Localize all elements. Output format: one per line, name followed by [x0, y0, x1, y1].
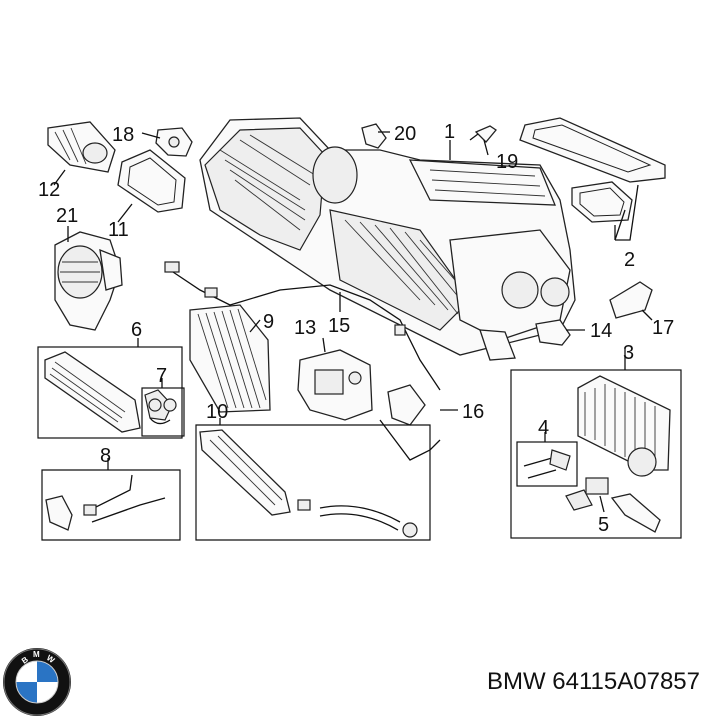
callout-21: 21	[56, 205, 78, 227]
callout-5: 5	[598, 514, 609, 536]
seal-frames	[519, 117, 666, 223]
box-duct	[195, 424, 431, 541]
callout-12: 12	[38, 179, 60, 201]
callout-2: 2	[624, 249, 635, 271]
connector-17	[609, 281, 653, 319]
blower-motor	[54, 231, 123, 331]
actuator-small	[155, 127, 193, 157]
callout-1: 1	[444, 121, 455, 143]
harness-16	[379, 384, 441, 461]
box-4	[516, 441, 578, 487]
sensor-20	[361, 123, 387, 149]
callout-14: 14	[590, 320, 612, 342]
callout-11: 11	[108, 219, 129, 241]
box-evaporator	[510, 369, 682, 539]
callout-18: 18	[112, 124, 134, 146]
callout-15: 15	[328, 315, 350, 337]
wiring-harness	[164, 261, 441, 391]
callout-10: 10	[206, 401, 228, 423]
hvac-housing	[199, 117, 576, 361]
callout-labels: 1 2 3 4 5 6 7 8 9 10 11 12 13 14 15 16 1…	[38, 121, 674, 536]
callout-19: 19	[496, 151, 518, 173]
callout-13: 13	[294, 317, 316, 339]
callout-6: 6	[131, 319, 142, 341]
box-7	[141, 387, 185, 437]
box-heater-core	[37, 346, 183, 439]
filter-frame	[117, 149, 186, 213]
callout-8: 8	[100, 445, 111, 467]
callout-9: 9	[263, 311, 274, 333]
cabin-filter	[189, 304, 271, 413]
callout-3: 3	[623, 342, 634, 364]
leader-lines	[53, 131, 653, 513]
svg-text:W: W	[45, 653, 57, 665]
part-number-caption: BMW 64115A07857	[486, 668, 700, 695]
callout-7: 7	[156, 365, 167, 387]
bmw-logo: B M W	[3, 648, 71, 716]
svg-text:M: M	[33, 650, 40, 659]
callout-4: 4	[538, 417, 549, 439]
callout-16: 16	[462, 401, 484, 423]
sensor-14	[535, 319, 571, 346]
box-pipes	[41, 469, 181, 541]
control-module	[297, 349, 373, 421]
svg-text:B: B	[20, 655, 30, 666]
air-flap-housing	[47, 121, 116, 173]
callout-17: 17	[652, 317, 674, 339]
callout-20: 20	[394, 123, 416, 145]
sensor-19	[469, 125, 497, 143]
